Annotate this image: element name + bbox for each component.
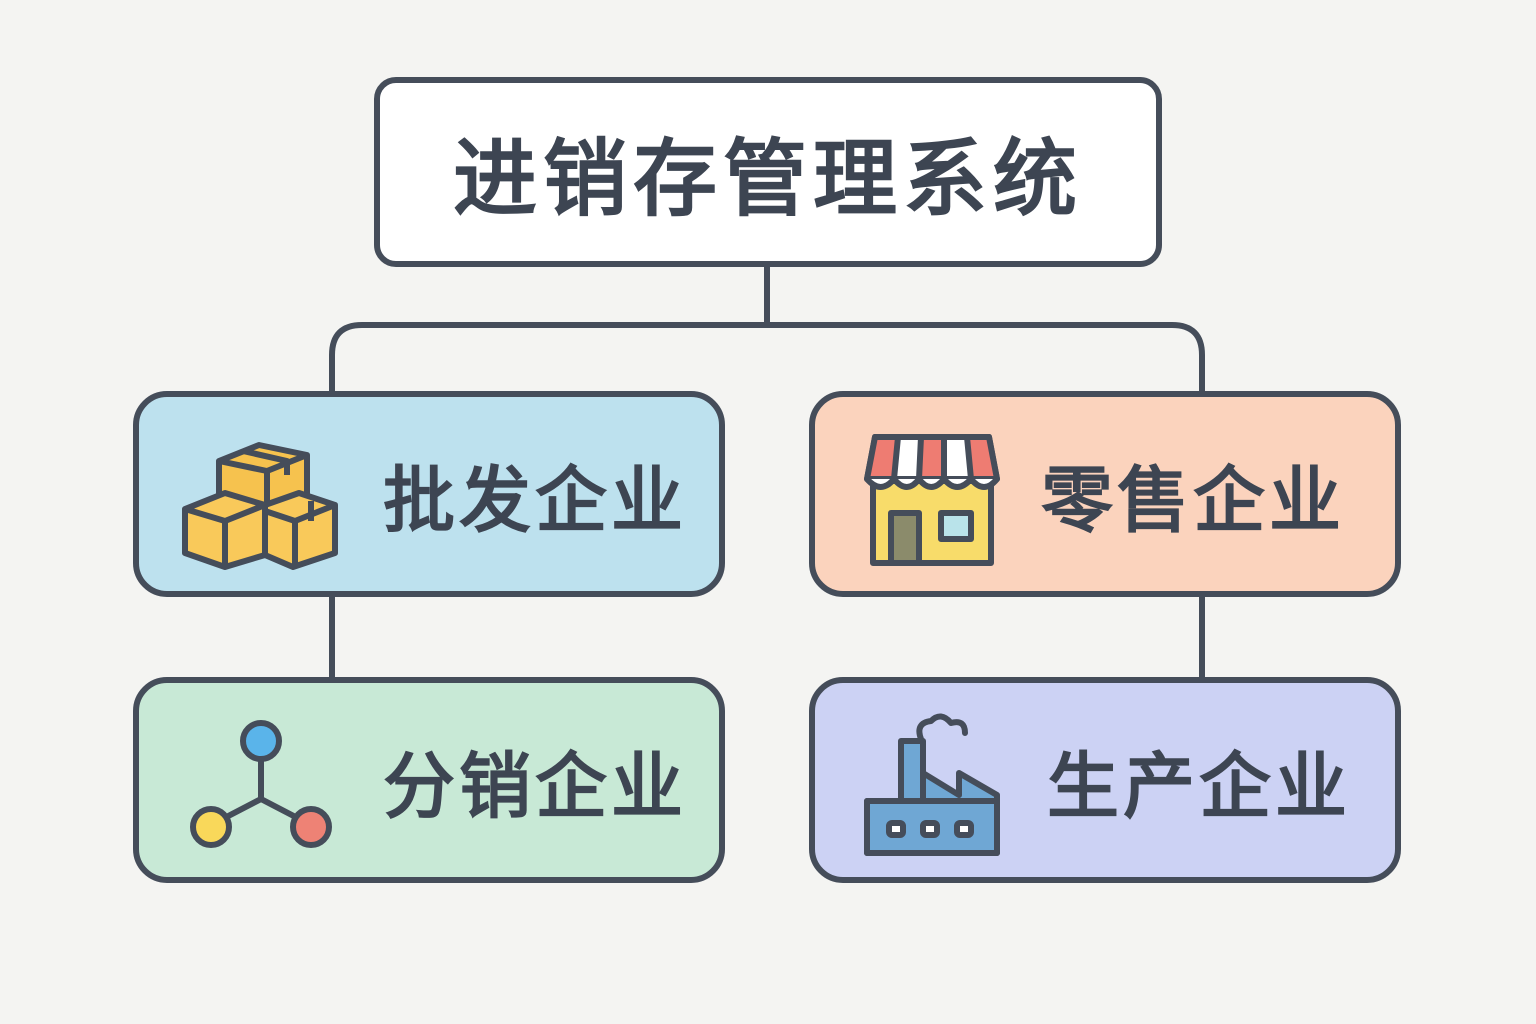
factory-icon [864,713,1000,856]
node-label: 分销企业 [383,744,688,829]
network-icon [190,720,332,848]
node-label: 零售企业 [1041,458,1346,543]
node-label: 批发企业 [383,458,688,543]
root-title: 进销存管理系统 [452,129,1083,228]
storefront-icon [864,434,1000,566]
boxes-icon [182,442,338,570]
node-produce: 生产企业 [809,677,1401,883]
node-retail: 零售企业 [809,391,1401,597]
node-label: 生产企业 [1047,744,1352,829]
connector-branch [329,322,1205,394]
node-wholesale: 批发企业 [133,391,725,597]
root-node: 进销存管理系统 [374,77,1162,267]
node-distrib: 分销企业 [133,677,725,883]
